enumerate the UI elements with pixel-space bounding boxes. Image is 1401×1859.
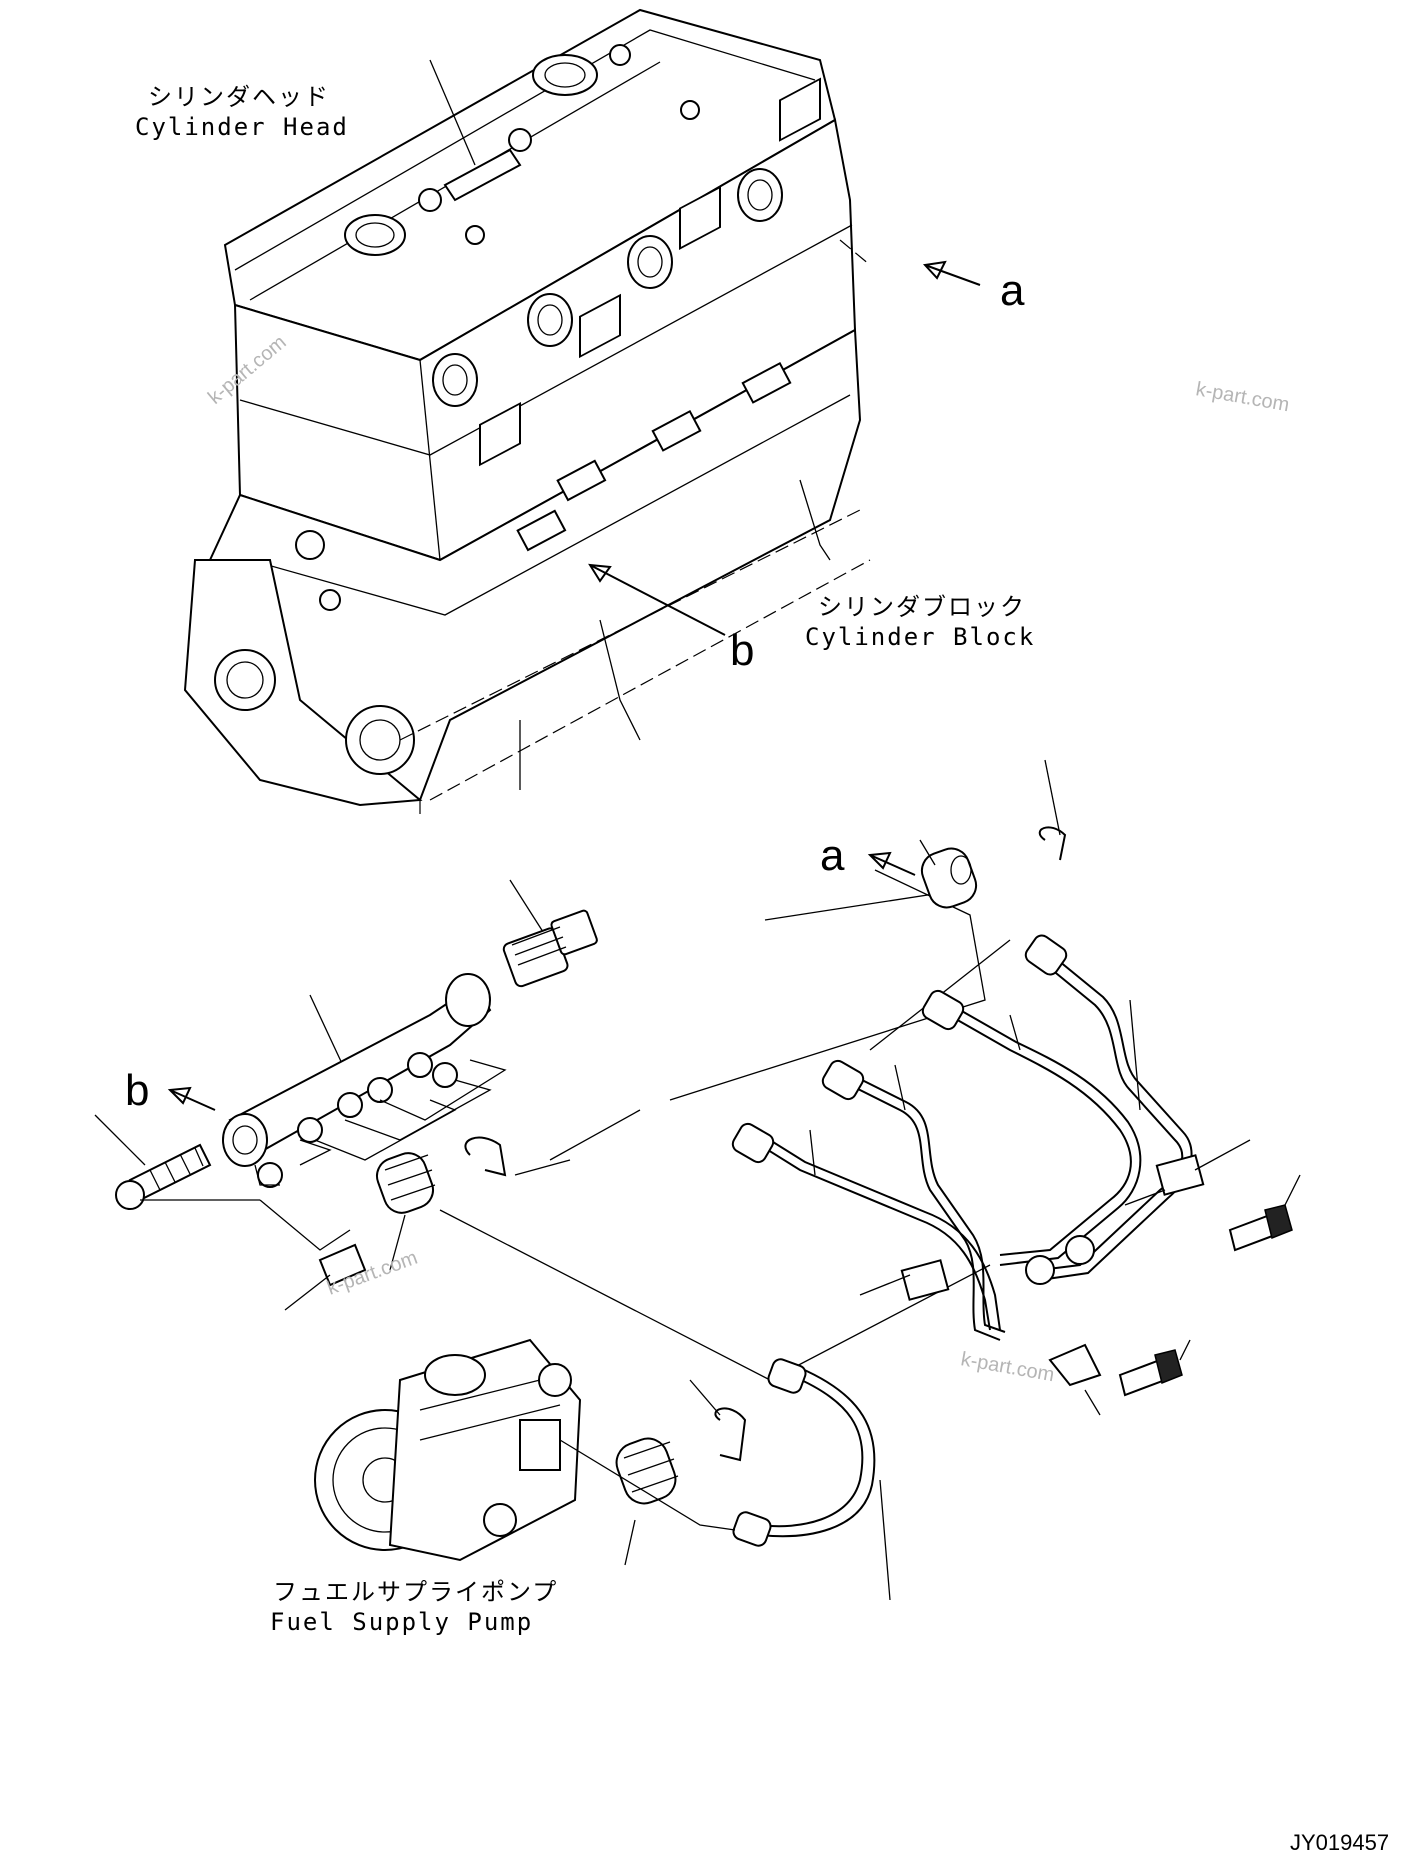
view-marker-a-upper: a	[1000, 266, 1025, 315]
supply-pipe	[732, 1358, 891, 1601]
oil-filler-cap	[532, 54, 598, 96]
watermark: k-part.com	[1194, 378, 1291, 416]
injector-bores	[432, 168, 783, 407]
pump-leader	[559, 1439, 736, 1531]
common-rail	[222, 973, 507, 1188]
rail-pressure-sensor	[502, 879, 598, 988]
upper-leaders	[429, 59, 981, 636]
cylinder-head-label-en: Cylinder Head	[135, 113, 349, 141]
rail-bolt	[259, 1199, 367, 1311]
cylinder-head-label-jp: シリンダヘッド	[148, 83, 330, 111]
fuel-pump-label-en: Fuel Supply Pump	[270, 1608, 533, 1636]
cylinder-block-label-en: Cylinder Block	[805, 623, 1035, 651]
cylinder-head-label: シリンダヘッド Cylinder Head	[135, 83, 349, 141]
lower-arrows	[167, 851, 916, 1111]
rail-clip	[464, 1136, 571, 1177]
fuel-pump-label: フュエルサプライポンプ Fuel Supply Pump	[270, 1578, 558, 1636]
view-marker-a-lower: a	[820, 831, 845, 880]
pipe-clamps	[859, 1139, 1251, 1416]
name-plate	[443, 148, 522, 202]
rail-inlet-fitting	[94, 1114, 260, 1210]
watermark: k-part.com	[959, 1348, 1056, 1386]
upper-grommet	[919, 759, 1067, 909]
fuel-pump-label-jp: フュエルサプライポンプ	[273, 1578, 558, 1606]
breather-cap	[344, 214, 406, 256]
view-marker-b-lower: b	[125, 1066, 149, 1115]
view-marker-b-upper: b	[730, 626, 754, 675]
pump-clip	[689, 1379, 747, 1462]
rail-grommet	[376, 1152, 436, 1271]
engine-assembly	[183, 8, 871, 820]
cylinder-block-label-jp: シリンダブロック	[818, 593, 1026, 621]
head-ports	[479, 77, 821, 467]
cylinder-block-label: シリンダブロック Cylinder Block	[805, 593, 1035, 651]
drawing-code: JY019457	[1290, 1830, 1389, 1855]
clamp-bolts	[1118, 1174, 1301, 1397]
pump-grommet	[615, 1437, 679, 1566]
injection-pipes	[731, 934, 1193, 1341]
front-gear-case	[183, 559, 423, 807]
injectors	[516, 361, 792, 552]
fuel-supply-pump	[314, 1338, 582, 1562]
